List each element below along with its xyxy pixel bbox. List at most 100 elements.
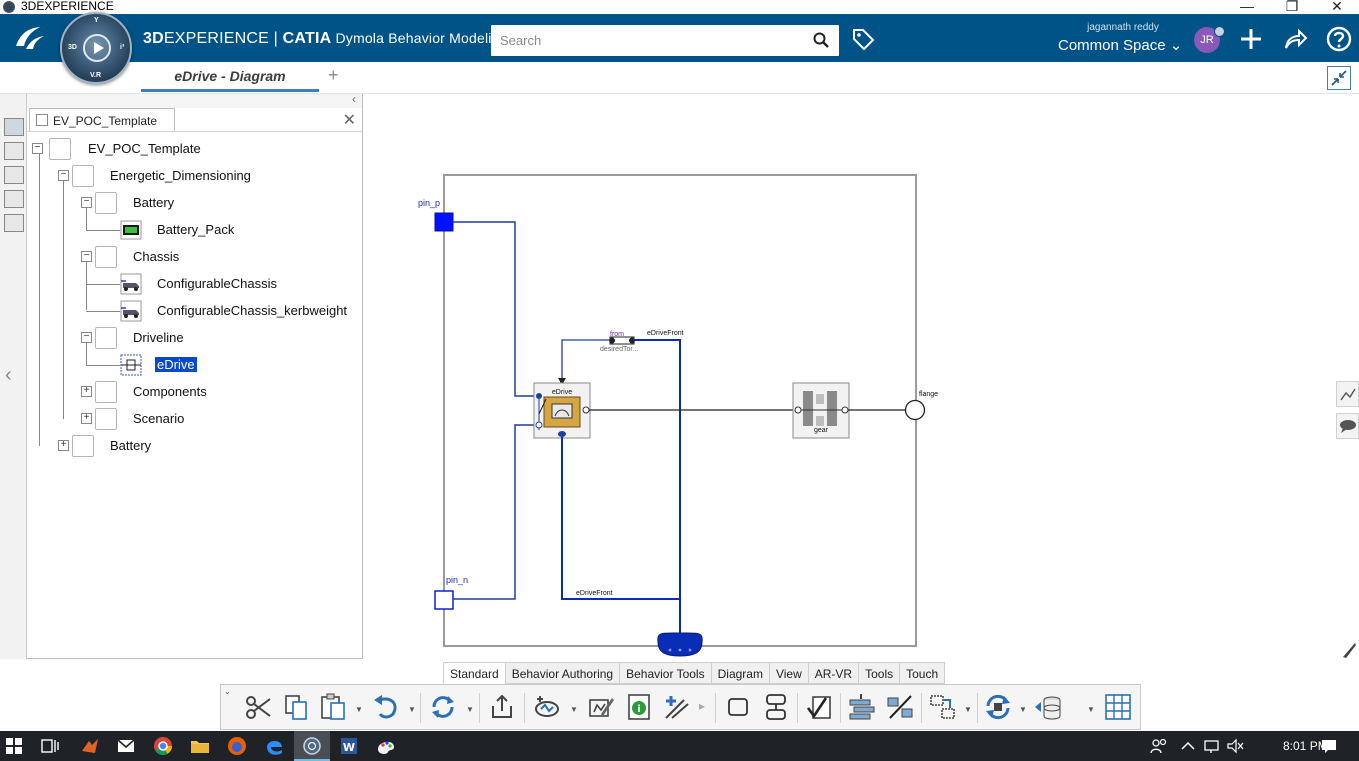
windows-start-icon[interactable] <box>6 738 22 754</box>
expander-icon[interactable]: + <box>58 440 69 451</box>
tree-item[interactable]: − EV_POC_Template <box>32 138 332 160</box>
flange-connector[interactable] <box>904 399 926 421</box>
paint-icon[interactable] <box>375 735 397 757</box>
tree-item[interactable]: − Energetic_Dimensioning <box>58 165 358 187</box>
avatar[interactable]: JR <box>1194 27 1220 53</box>
bus-wire-bottom[interactable] <box>561 437 680 600</box>
paste-icon[interactable] <box>318 692 348 722</box>
pin-p-connector[interactable] <box>434 212 454 232</box>
expander-icon[interactable]: + <box>81 386 92 397</box>
word-icon[interactable]: W <box>338 735 360 757</box>
tab-ar-vr[interactable]: AR-VR <box>807 662 859 684</box>
window-view-button[interactable] <box>4 190 24 208</box>
expander-icon[interactable]: − <box>81 197 92 208</box>
bus-wire-right[interactable] <box>634 339 681 636</box>
add-icon[interactable] <box>1238 26 1264 52</box>
paste-dropdown-icon[interactable]: ▼ <box>355 705 363 714</box>
tree-item[interactable]: + Battery <box>58 435 318 457</box>
tree-item[interactable]: ConfigurableChassis <box>120 273 360 295</box>
diagram-svg[interactable]: pin_p pin_n from desiredTor... eDriveFro… <box>364 94 1336 659</box>
database-icon[interactable] <box>1033 692 1063 722</box>
tab-touch[interactable]: Touch <box>899 662 946 684</box>
torque-signal-wire[interactable] <box>561 339 610 383</box>
restore-button[interactable]: ❐ <box>1285 0 1299 14</box>
cut-icon[interactable] <box>243 692 273 722</box>
pin-n-connector[interactable] <box>434 590 454 610</box>
gear-output-icon[interactable] <box>841 406 849 414</box>
edge-icon[interactable] <box>263 735 285 757</box>
network-icon[interactable] <box>1203 738 1221 754</box>
collapse-view-button[interactable] <box>1327 66 1351 90</box>
info-icon[interactable]: i <box>624 692 654 722</box>
collapse-panel-icon[interactable]: ‹ <box>352 92 356 106</box>
update-icon[interactable] <box>428 692 458 722</box>
pin-n-wire[interactable] <box>453 424 539 600</box>
tree-item[interactable]: + Scenario <box>81 408 341 430</box>
chrome-icon[interactable] <box>152 735 174 757</box>
tree-item[interactable]: + Components <box>81 381 341 403</box>
tree-item[interactable]: − Chassis <box>81 246 341 268</box>
expander-icon[interactable]: − <box>58 170 69 181</box>
chevron-down-icon[interactable]: ⌄ <box>224 687 231 696</box>
tree-view-button[interactable] <box>4 118 24 136</box>
simulate-icon[interactable] <box>532 692 562 722</box>
chevron-up-icon[interactable] <box>1180 739 1196 753</box>
database-dropdown-icon[interactable]: ▼ <box>1087 705 1095 714</box>
tab-standard[interactable]: Standard <box>443 662 505 684</box>
tree-item[interactable]: Battery_Pack <box>120 219 340 241</box>
tree-item[interactable]: − Driveline <box>81 327 341 349</box>
clock[interactable]: 8:01 PM <box>1283 739 1328 753</box>
tab-behavior-authoring[interactable]: Behavior Authoring <box>504 662 620 684</box>
export-icon[interactable] <box>487 692 517 722</box>
comment-panel-button[interactable] <box>1336 413 1359 439</box>
expander-icon[interactable]: + <box>81 413 92 424</box>
add-tab-button[interactable]: + <box>328 65 339 85</box>
dassault-logo-icon[interactable] <box>12 24 46 52</box>
update-dropdown-icon[interactable]: ▼ <box>466 705 474 714</box>
help-icon[interactable] <box>1326 26 1352 52</box>
variables-view-button[interactable] <box>4 166 24 184</box>
check-icon[interactable] <box>804 692 834 722</box>
tree-item[interactable]: ConfigurableChassis_kerbweight <box>120 300 360 322</box>
split-icon[interactable] <box>761 692 791 722</box>
chevron-left-icon[interactable]: ‹ <box>5 364 12 386</box>
flow-dropdown-icon[interactable]: ▼ <box>964 705 972 714</box>
edit-model-icon[interactable] <box>586 692 616 722</box>
simulate-dropdown-icon[interactable]: ▼ <box>570 705 578 714</box>
volume-muted-icon[interactable] <box>1226 738 1244 754</box>
tab-diagram[interactable]: Diagram <box>710 662 769 684</box>
pin-p-wire[interactable] <box>453 221 539 397</box>
tab-behavior-tools[interactable]: Behavior Tools <box>619 662 711 684</box>
rectangle-icon[interactable] <box>723 692 753 722</box>
edrive-pin-p-icon[interactable] <box>536 393 542 399</box>
tree-item[interactable]: − Battery <box>81 192 341 214</box>
edrive-bus-port-icon[interactable] <box>558 431 566 437</box>
plot-panel-button[interactable] <box>1336 381 1359 407</box>
tab-view[interactable]: View <box>768 662 808 684</box>
pen-icon[interactable] <box>1340 640 1358 660</box>
close-window-button[interactable]: ✕ <box>1331 0 1343 14</box>
copy-icon[interactable] <box>281 692 311 722</box>
close-tree-icon[interactable]: ✕ <box>342 112 356 129</box>
tree-item-selected[interactable]: eDrive <box>120 354 340 376</box>
tab-tools[interactable]: Tools <box>858 662 900 684</box>
grid-icon[interactable] <box>1103 692 1133 722</box>
gear-input-icon[interactable] <box>794 406 802 414</box>
mail-icon[interactable] <box>115 735 137 757</box>
compass-button[interactable]: Y 3D i³ V.R <box>60 12 132 84</box>
tag-icon[interactable] <box>851 27 875 51</box>
more-arrow-icon[interactable]: ▸ <box>699 699 706 713</box>
diagram-canvas[interactable]: pin_p pin_n from desiredTor... eDriveFro… <box>364 94 1336 659</box>
firefox-icon[interactable] <box>226 735 248 757</box>
search-input[interactable]: Search <box>491 25 839 56</box>
matlab-icon[interactable] <box>79 735 101 757</box>
taskbar-3dexperience-active[interactable] <box>294 731 330 761</box>
edrive-pin-n-icon[interactable] <box>535 421 543 429</box>
panel-view-button[interactable] <box>4 214 24 232</box>
transfer-icon[interactable] <box>885 692 915 722</box>
expander-icon[interactable]: − <box>81 332 92 343</box>
share-icon[interactable] <box>1282 26 1308 52</box>
connect-icon[interactable] <box>662 692 692 722</box>
stack-icon[interactable] <box>847 692 877 722</box>
refresh-dropdown-icon[interactable]: ▼ <box>1019 705 1027 714</box>
